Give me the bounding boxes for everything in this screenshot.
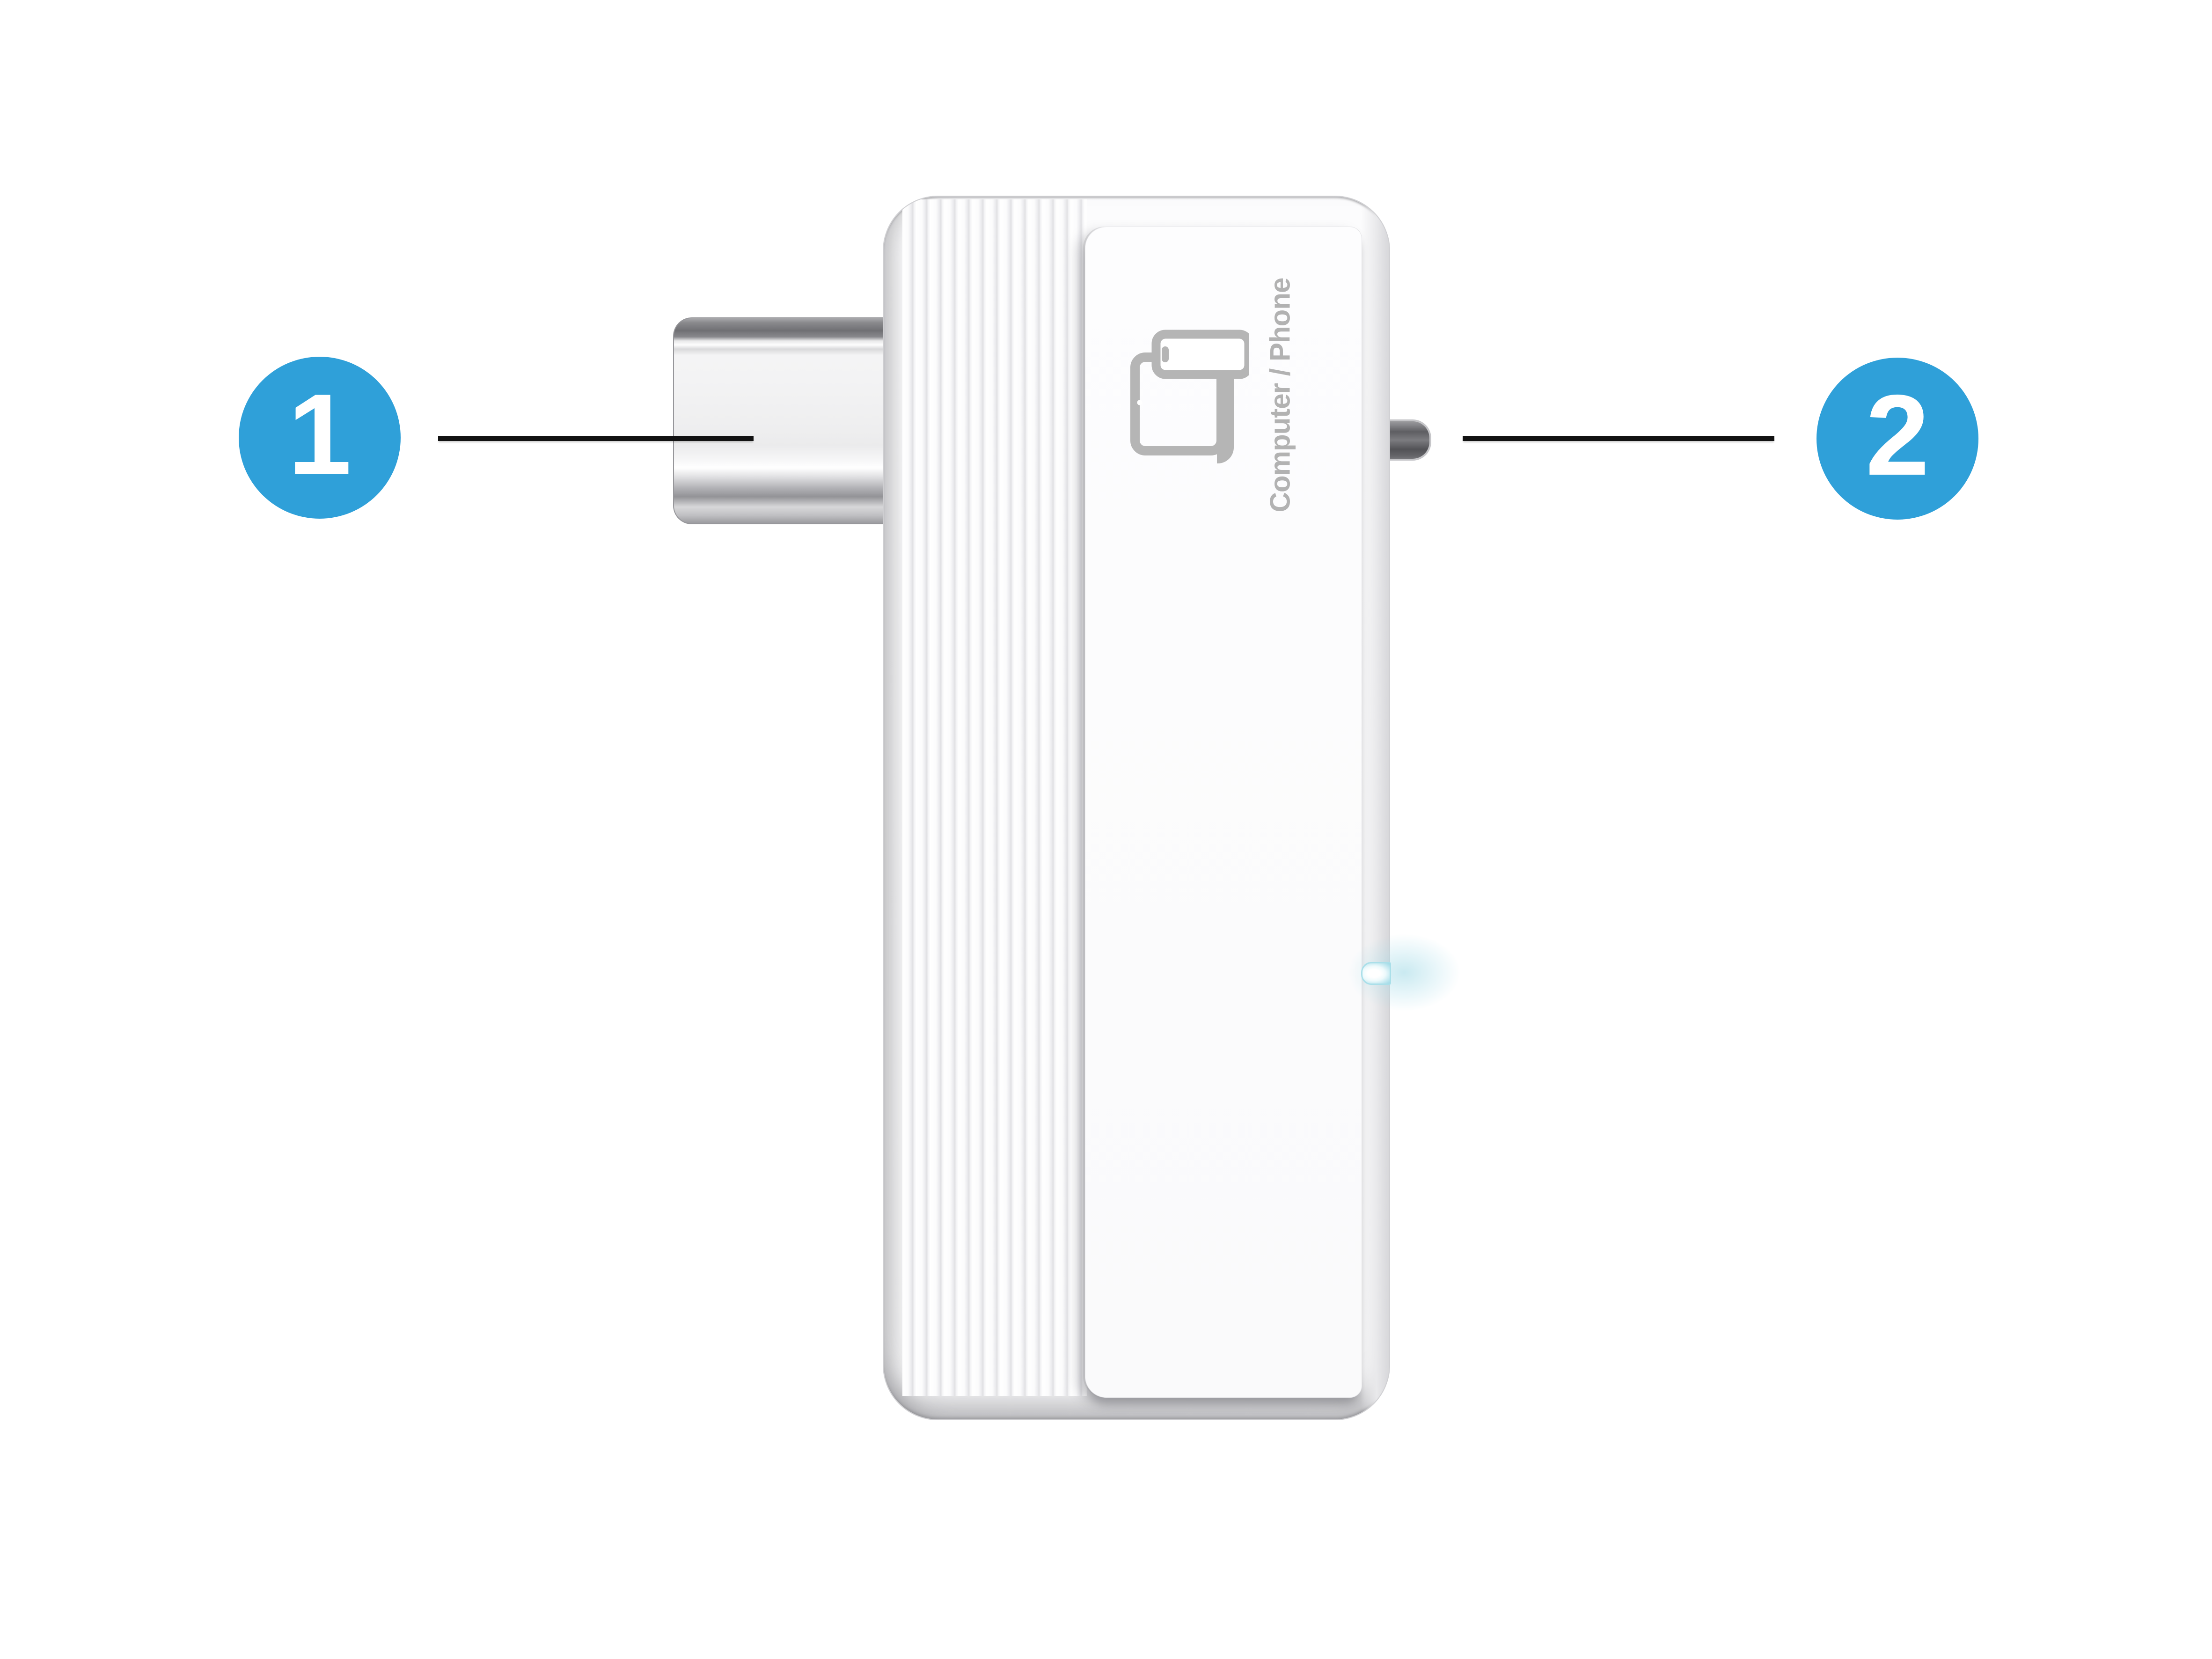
- device-ridges: [902, 199, 1087, 1396]
- camera-dot: [1137, 400, 1143, 405]
- status-led: [1361, 962, 1391, 985]
- callout-2-badge: 2: [1816, 358, 1978, 520]
- callout-1-line: [438, 436, 754, 441]
- callout-2-number: 2: [1865, 370, 1930, 499]
- computer-phone-icon: [1130, 330, 1249, 463]
- callout-1-badge: 1: [239, 357, 401, 519]
- device-side-edge: [1361, 197, 1389, 1419]
- phone-button-shape: [1162, 346, 1169, 362]
- panel-label: Computer / Phone: [1264, 278, 1296, 513]
- usb-c-plug: [673, 317, 886, 524]
- laptop-base-shape: [1217, 374, 1234, 463]
- callout-2-line: [1463, 436, 1774, 441]
- callout-1-number: 1: [287, 369, 352, 498]
- phone-shape: [1151, 330, 1249, 379]
